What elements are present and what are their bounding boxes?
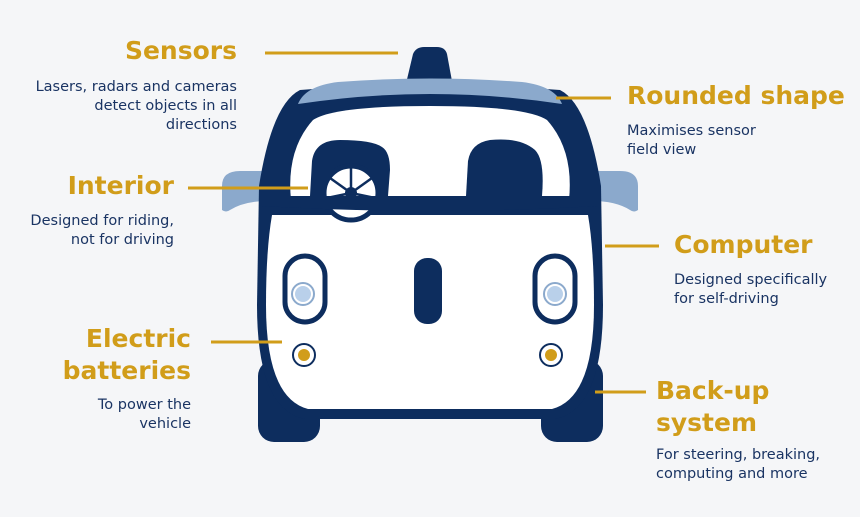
electric-batteries-desc-line-2: vehicle	[139, 416, 191, 432]
sensors-desc-line-3: directions	[165, 117, 237, 133]
sensors-description: Lasers, radars and cameras detect object…	[36, 78, 237, 135]
electric-batteries-desc-line-1: To power the	[97, 397, 191, 413]
rounded-shape-title: Rounded shape	[627, 81, 845, 110]
right-lamp-housing	[532, 253, 578, 325]
backup-system-desc-line-2: computing and more	[656, 466, 808, 482]
interior-desc-line-2: not for driving	[70, 232, 174, 248]
computer-desc-line-1: Designed specifically	[674, 272, 828, 288]
roof-band	[298, 78, 562, 104]
left-lamp-housing	[282, 253, 328, 325]
dashboard	[262, 196, 598, 211]
rounded-shape-desc-line-1: Maximises sensor	[627, 123, 756, 139]
backup-system-title: Back-up system	[656, 375, 769, 439]
right-seat	[466, 139, 543, 196]
right-fog-light	[539, 343, 563, 367]
electric-batteries-title-line-1: Electric	[85, 324, 191, 353]
interior-desc-line-1: Designed for riding,	[30, 213, 174, 229]
center-grille	[414, 258, 442, 324]
interior-title: Interior	[67, 171, 174, 200]
backup-system-description: For steering, breaking, computing and mo…	[656, 446, 820, 484]
rounded-shape-desc-line-2: field view	[627, 142, 697, 158]
backup-system-desc-line-1: For steering, breaking,	[656, 447, 821, 463]
electric-batteries-title: Electric batteries	[63, 323, 191, 387]
sensors-desc-line-2: detect objects in all	[94, 98, 237, 114]
rounded-shape-description: Maximises sensor field view	[627, 122, 756, 160]
electric-batteries-title-line-2: batteries	[62, 356, 191, 385]
interior-description: Designed for riding, not for driving	[30, 212, 174, 250]
sensors-desc-line-1: Lasers, radars and cameras	[35, 79, 237, 95]
computer-description: Designed specifically for self-driving	[674, 271, 827, 309]
left-fog-light	[292, 343, 316, 367]
backup-system-title-line-1: Back-up	[656, 376, 770, 405]
electric-batteries-description: To power the vehicle	[98, 396, 191, 434]
steering-wheel	[321, 163, 381, 223]
backup-system-title-line-2: system	[656, 408, 758, 437]
computer-title: Computer	[674, 230, 813, 259]
computer-desc-line-2: for self-driving	[674, 291, 779, 307]
sensors-title: Sensors	[124, 36, 237, 65]
